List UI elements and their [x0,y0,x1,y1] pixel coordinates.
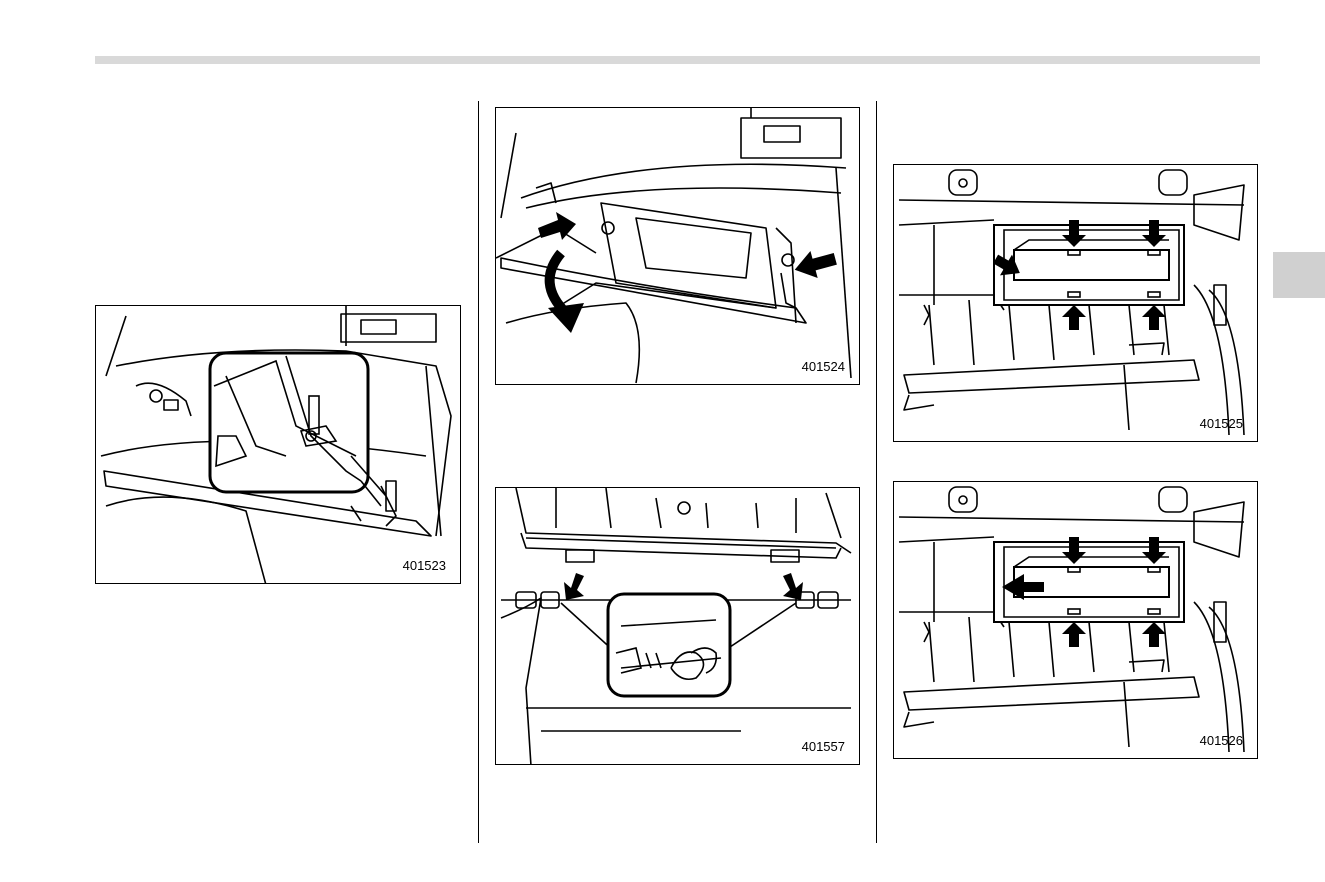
column-divider-right [876,101,877,843]
figure-number: 401557 [802,739,845,754]
glovebox-open-illustration [496,108,860,385]
section-tab [1273,252,1325,298]
figure-filter-cover-clips: 401525 [893,164,1258,442]
column-divider-left [478,101,479,843]
filter-cover-clips-illustration [894,165,1258,442]
figure-number: 401526 [1200,733,1243,748]
figure-number: 401525 [1200,416,1243,431]
figure-glovebox-stopper: 401523 [95,305,461,584]
figure-glovebox-hinge: 401557 [495,487,860,765]
filter-cover-remove-illustration [894,482,1258,759]
glovebox-stopper-illustration [96,306,461,584]
glovebox-hinge-illustration [496,488,860,765]
header-rule [95,56,1260,64]
figure-filter-cover-remove: 401526 [893,481,1258,759]
figure-glovebox-open: 401524 [495,107,860,385]
figure-number: 401524 [802,359,845,374]
figure-number: 401523 [403,558,446,573]
